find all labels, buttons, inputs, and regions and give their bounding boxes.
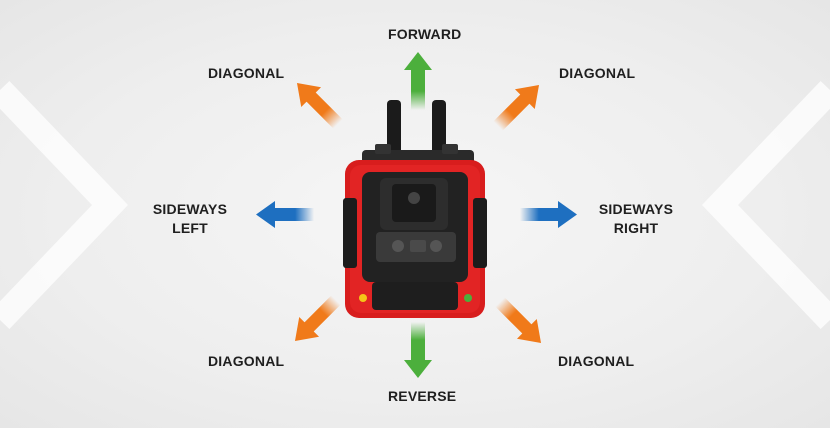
- arrow-sideways-right-icon: [520, 201, 577, 228]
- label-reverse: REVERSE: [388, 388, 457, 404]
- arrow-reverse-icon: [404, 322, 432, 378]
- arrow-sideways-left-icon: [256, 201, 314, 228]
- label-diagonal-top-left: DIAGONAL: [208, 65, 285, 81]
- arrow-forward-icon: [404, 52, 432, 110]
- label-diagonal-bottom-left: DIAGONAL: [208, 353, 285, 369]
- label-sideways-right: SIDEWAYS RIGHT: [598, 200, 674, 238]
- rear-step: [372, 282, 458, 310]
- label-diagonal-bottom-right: DIAGONAL: [558, 353, 635, 369]
- label-sideways-left: SIDEWAYS LEFT: [152, 200, 228, 238]
- label-sideways-left-line1: SIDEWAYS: [152, 201, 228, 217]
- arrow-diagonal-top-left-icon: [296, 82, 343, 129]
- arrow-diagonal-bottom-left-icon: [294, 295, 341, 342]
- label-sideways-left-line2: LEFT: [172, 220, 208, 236]
- arrow-diagonal-bottom-right-icon: [495, 297, 542, 344]
- side-panel-right: [473, 198, 487, 268]
- control-panel: [376, 232, 456, 262]
- side-panel-left: [343, 198, 357, 268]
- label-sideways-right-line1: SIDEWAYS: [598, 201, 674, 217]
- label-diagonal-top-right: DIAGONAL: [559, 65, 636, 81]
- indicator-lights: [359, 294, 472, 302]
- label-sideways-right-line2: RIGHT: [613, 220, 659, 236]
- label-forward: FORWARD: [388, 26, 462, 42]
- arrow-diagonal-top-right-icon: [493, 84, 540, 131]
